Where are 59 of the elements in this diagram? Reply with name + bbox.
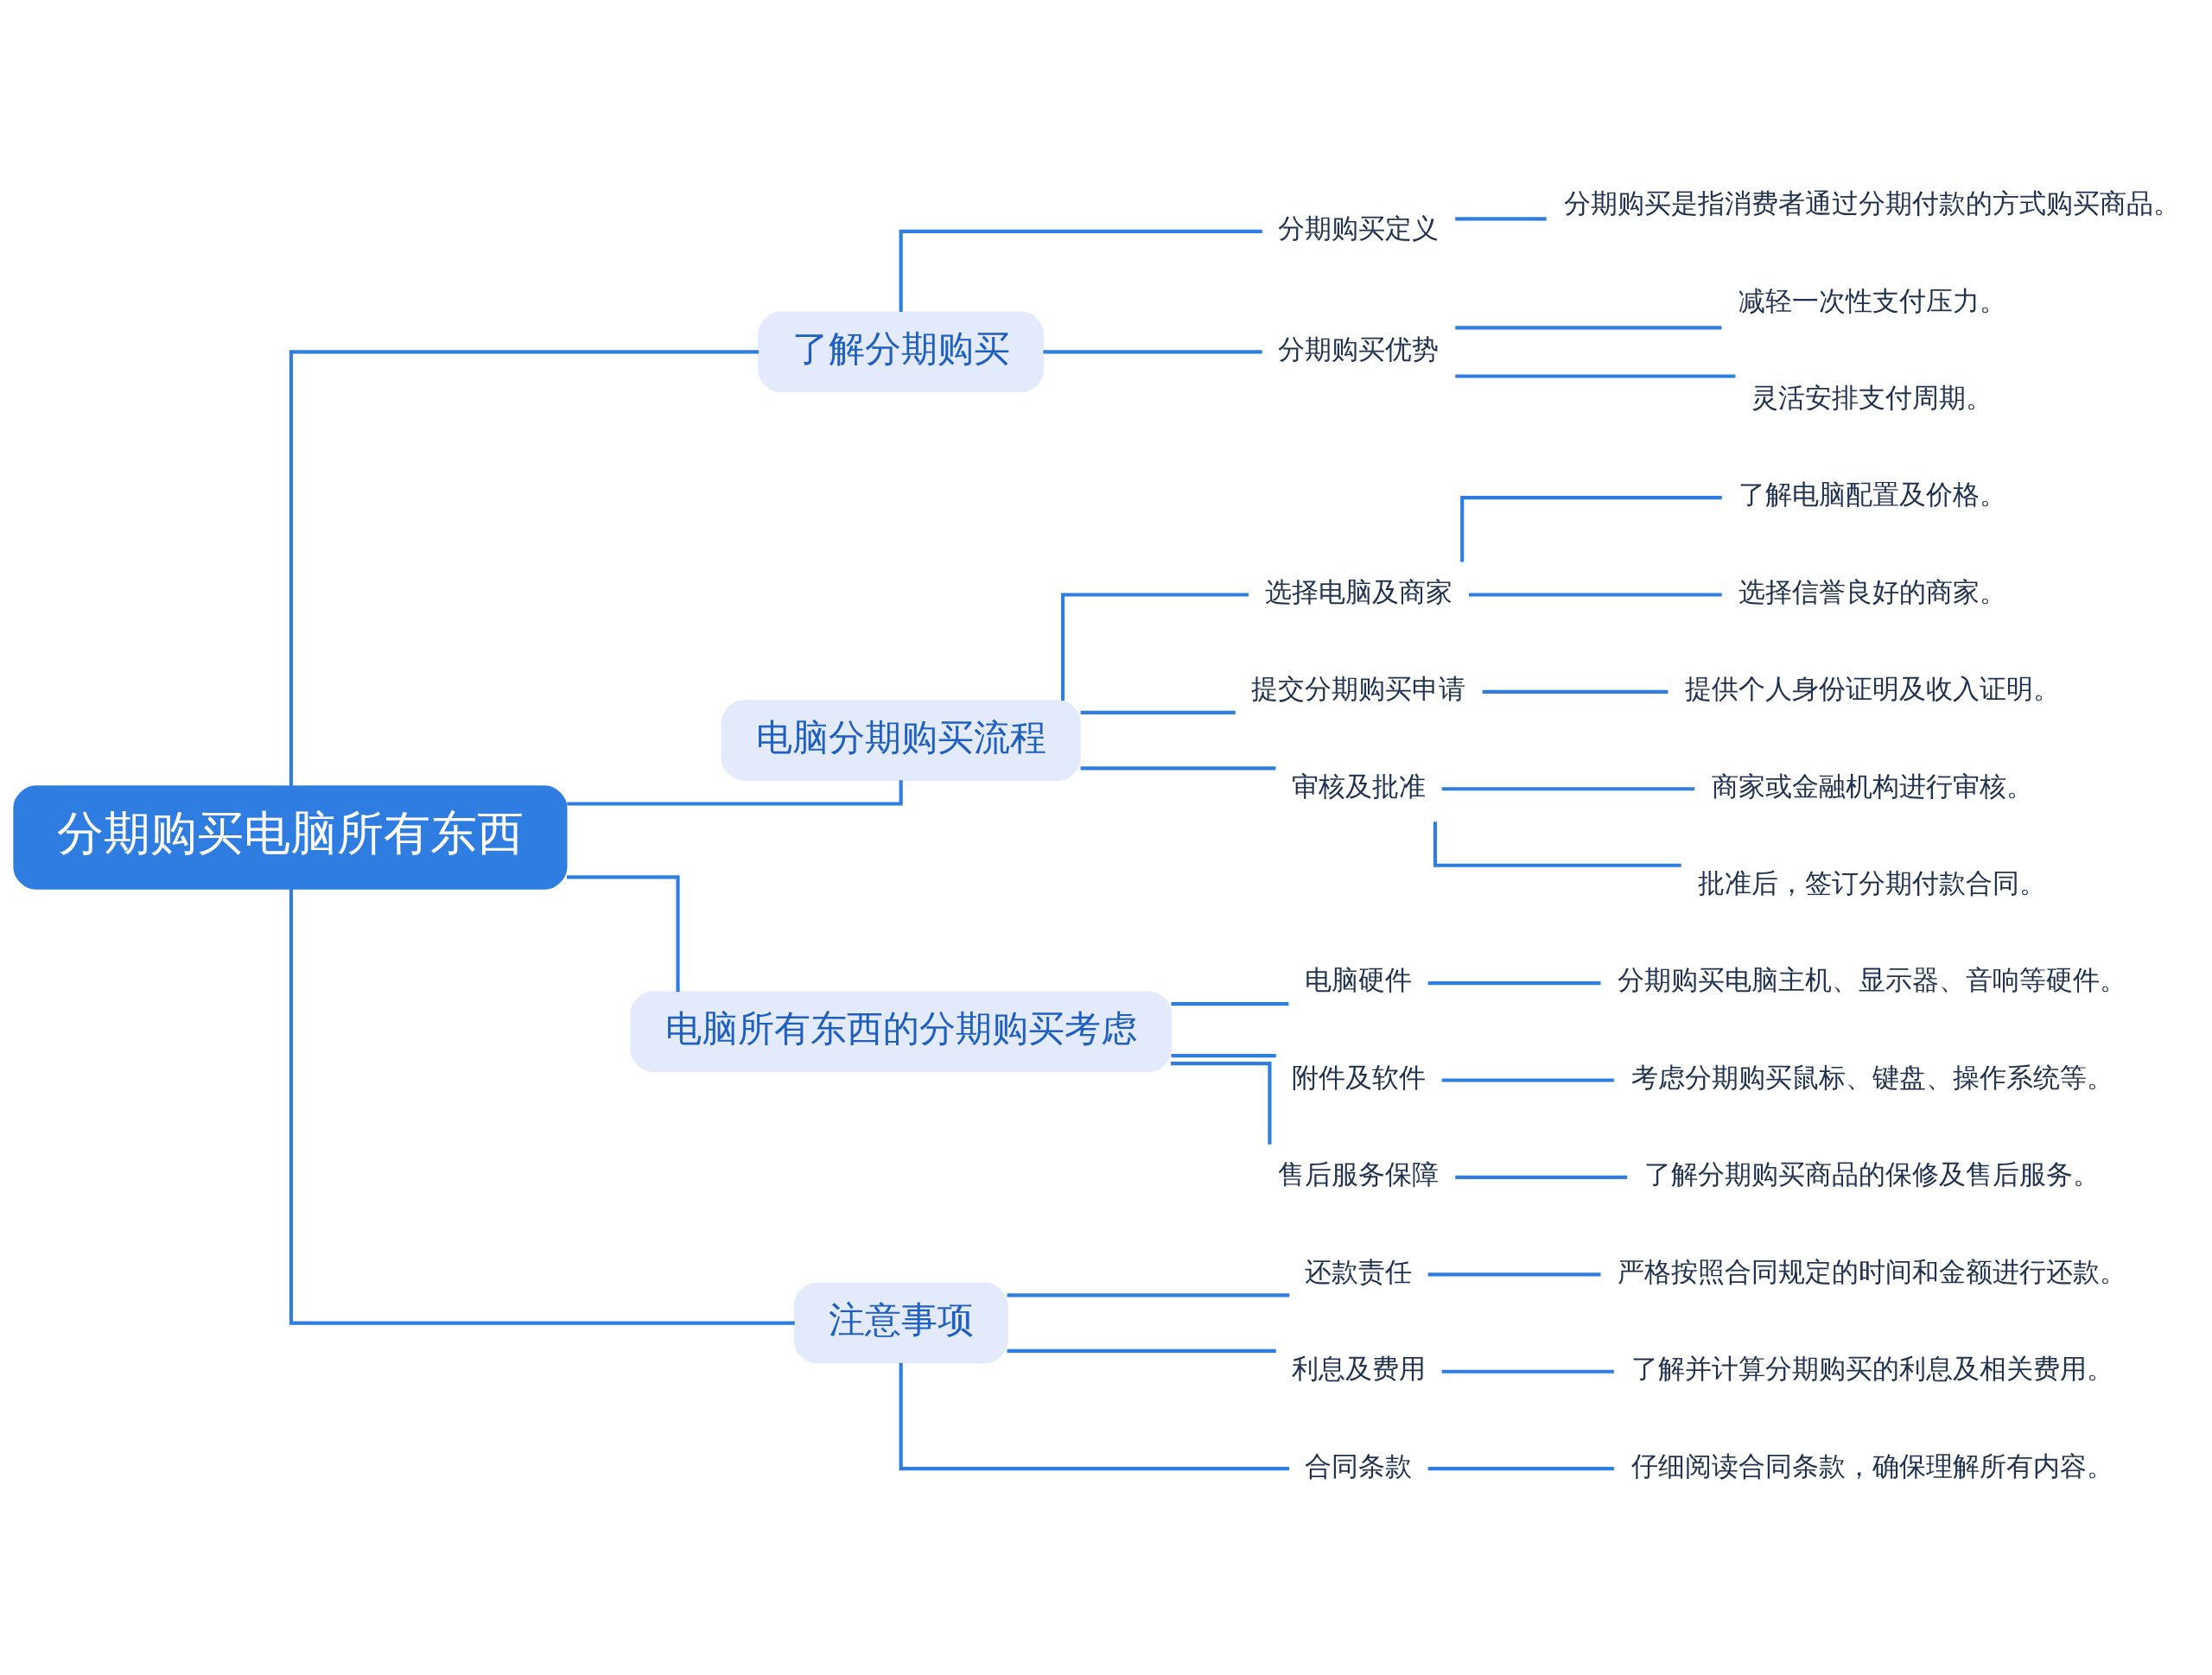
connector xyxy=(1171,1002,1289,1006)
connector xyxy=(1080,766,1276,771)
node-box: 分期购买电脑所有东西 xyxy=(13,785,568,890)
node-text: 了解分期购买商品的保修及售后服务。 xyxy=(1644,1158,2101,1190)
node-box: 了解分期购买 xyxy=(758,311,1045,393)
node-text: 售后服务保障 xyxy=(1278,1158,1440,1190)
node-text: 考虑分期购买鼠标、键盘、操作系统等。 xyxy=(1630,1061,2113,1093)
connector xyxy=(1433,822,1681,867)
node-text: 选择电脑及商家 xyxy=(1264,575,1452,607)
node-text: 利息及费用 xyxy=(1291,1353,1426,1385)
connector xyxy=(289,889,795,1325)
node-text: 分期购买定义 xyxy=(1278,213,1440,244)
node-text: 批准后，签订分期付款合同。 xyxy=(1698,866,2047,898)
connector xyxy=(1060,593,1249,701)
node-text: 商家或金融机构进行审核。 xyxy=(1711,770,2033,802)
connector xyxy=(1427,981,1601,986)
node-text: 分期购买是指消费者通过分期付款的方式购买商品。 xyxy=(1564,187,2181,219)
node-text: 附件及软件 xyxy=(1291,1061,1426,1093)
connector xyxy=(1441,787,1695,791)
connector xyxy=(1482,689,1669,694)
node-text: 仔细阅读合同条款，确保理解所有内容。 xyxy=(1630,1450,2113,1481)
node-text: 提交分期购买申请 xyxy=(1251,673,1466,705)
connector xyxy=(899,1362,1290,1471)
node-box: 电脑分期购买流程 xyxy=(721,700,1081,781)
connector xyxy=(1455,217,1547,221)
node-box: 注意事项 xyxy=(793,1282,1008,1364)
connector xyxy=(1441,1369,1614,1374)
connector xyxy=(567,875,680,993)
node-text: 合同条款 xyxy=(1305,1450,1413,1481)
connector xyxy=(1080,710,1236,714)
node-text: 减轻一次性支付压力。 xyxy=(1738,284,2006,316)
node-text: 提供个人身份证明及收入证明。 xyxy=(1684,673,2060,705)
node-text: 选择信誉良好的商家。 xyxy=(1738,575,2006,607)
connector xyxy=(1460,495,1722,562)
node-text: 审核及批准 xyxy=(1291,770,1426,802)
connector xyxy=(1007,1293,1290,1297)
connector xyxy=(1171,1054,1276,1058)
node-text: 了解并计算分期购买的利息及相关费用。 xyxy=(1630,1353,2113,1385)
connector xyxy=(1007,1348,1276,1353)
node-text: 还款责任 xyxy=(1305,1255,1413,1287)
node-text: 严格按照合同规定的时间和金额进行还款。 xyxy=(1618,1255,2127,1287)
connector xyxy=(1455,374,1736,378)
node-text: 分期购买优势 xyxy=(1278,333,1440,365)
node-box: 电脑所有东西的分期购买考虑 xyxy=(630,991,1172,1073)
connector xyxy=(567,780,903,806)
connector xyxy=(1427,1467,1614,1471)
connector xyxy=(1455,1175,1628,1180)
connector xyxy=(1043,350,1262,354)
node-text: 电脑硬件 xyxy=(1305,964,1413,996)
connector xyxy=(899,229,1262,312)
connector xyxy=(1171,1062,1272,1145)
connector xyxy=(289,350,760,786)
connector xyxy=(1469,593,1722,597)
connector xyxy=(1427,1272,1601,1277)
connector xyxy=(1455,326,1722,330)
node-text: 分期购买电脑主机、显示器、音响等硬件。 xyxy=(1618,964,2127,996)
node-text: 了解电脑配置及价格。 xyxy=(1738,479,2006,511)
connector xyxy=(1441,1078,1614,1082)
node-text: 灵活安排支付周期。 xyxy=(1751,381,1993,413)
